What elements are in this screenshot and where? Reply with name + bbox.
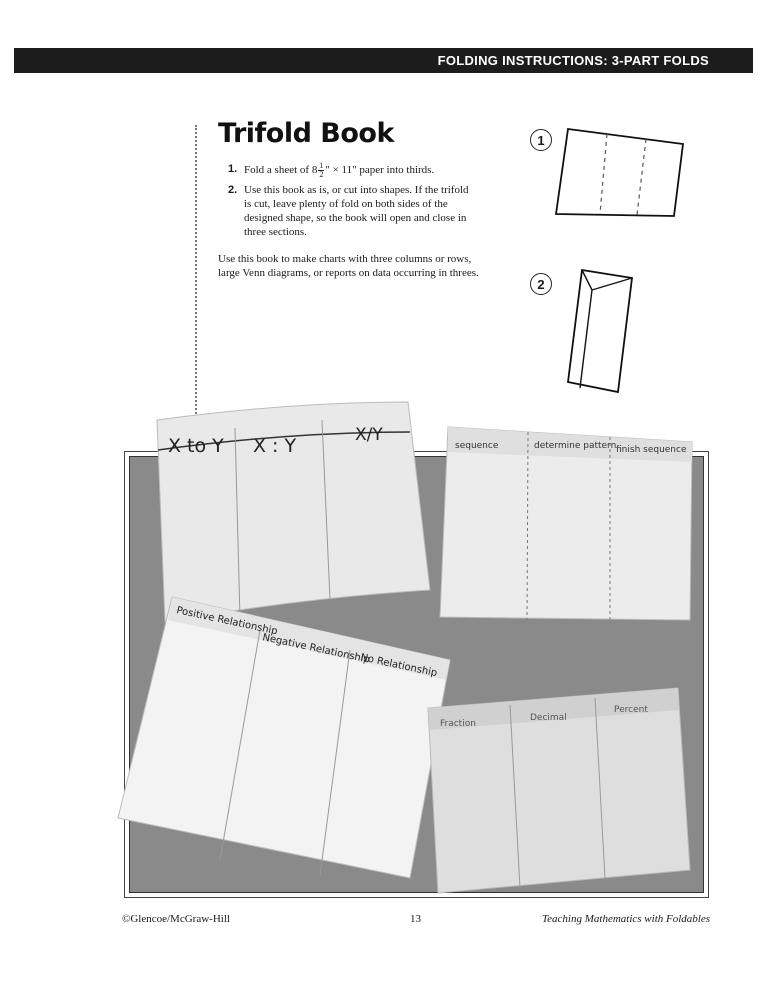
fraction-numerator: 1 bbox=[318, 161, 325, 171]
trifold-example-relationships: Positive Relationship Negative Relations… bbox=[117, 596, 451, 879]
book2-heading-3: finish sequence bbox=[616, 445, 687, 455]
section-header-bar: FOLDING INSTRUCTIONS: 3-PART FOLDS bbox=[14, 48, 753, 73]
step-1-text-after: " × 11" paper into thirds. bbox=[325, 164, 435, 177]
book1-heading-2: X : Y bbox=[253, 435, 296, 457]
book1-heading-1: X to Y bbox=[168, 435, 224, 457]
step-number: 2. bbox=[228, 184, 238, 196]
dotted-divider bbox=[195, 125, 197, 425]
footer-book-title: Teaching Mathematics with Foldables bbox=[542, 913, 710, 925]
section-header-title: FOLDING INSTRUCTIONS: 3-PART FOLDS bbox=[437, 53, 709, 68]
step-2-marker-label: 2 bbox=[537, 276, 545, 292]
page-title: Trifold Book bbox=[218, 118, 394, 149]
book2-heading-2: determine pattern bbox=[534, 441, 616, 451]
footer-copyright: ©Glencoe/McGraw-Hill bbox=[122, 913, 230, 925]
book4-heading-3: Percent bbox=[614, 705, 648, 715]
trifold-example-sequence: sequence determine pattern finish sequen… bbox=[439, 426, 693, 621]
usage-paragraph: Use this book to make charts with three … bbox=[218, 253, 479, 279]
book2-heading-1: sequence bbox=[455, 441, 499, 451]
step-1-marker: 1 bbox=[530, 129, 552, 151]
step-2-text: Use this book as is, or cut into shapes.… bbox=[244, 184, 469, 238]
step-1-marker-label: 1 bbox=[537, 132, 545, 148]
step-1-text-before: Fold a sheet of 8 bbox=[244, 164, 318, 177]
folded-trifold-illustration bbox=[567, 268, 633, 394]
unfolded-paper-illustration bbox=[554, 127, 685, 217]
book4-heading-1: Fraction bbox=[440, 719, 476, 729]
step-2: 2. Use this book as is, or cut into shap… bbox=[228, 183, 478, 239]
footer-page-number: 13 bbox=[410, 913, 421, 925]
step-2-marker: 2 bbox=[530, 273, 552, 295]
trifold-example-fractions: Fraction Decimal Percent bbox=[427, 687, 691, 894]
book4-heading-2: Decimal bbox=[530, 713, 567, 723]
trifold-example-ratios: X to Y X : Y X/Y bbox=[156, 401, 431, 623]
step-number: 1. bbox=[228, 163, 238, 175]
fraction-denominator: 2 bbox=[319, 170, 324, 179]
book1-heading-3: X/Y bbox=[355, 425, 383, 445]
